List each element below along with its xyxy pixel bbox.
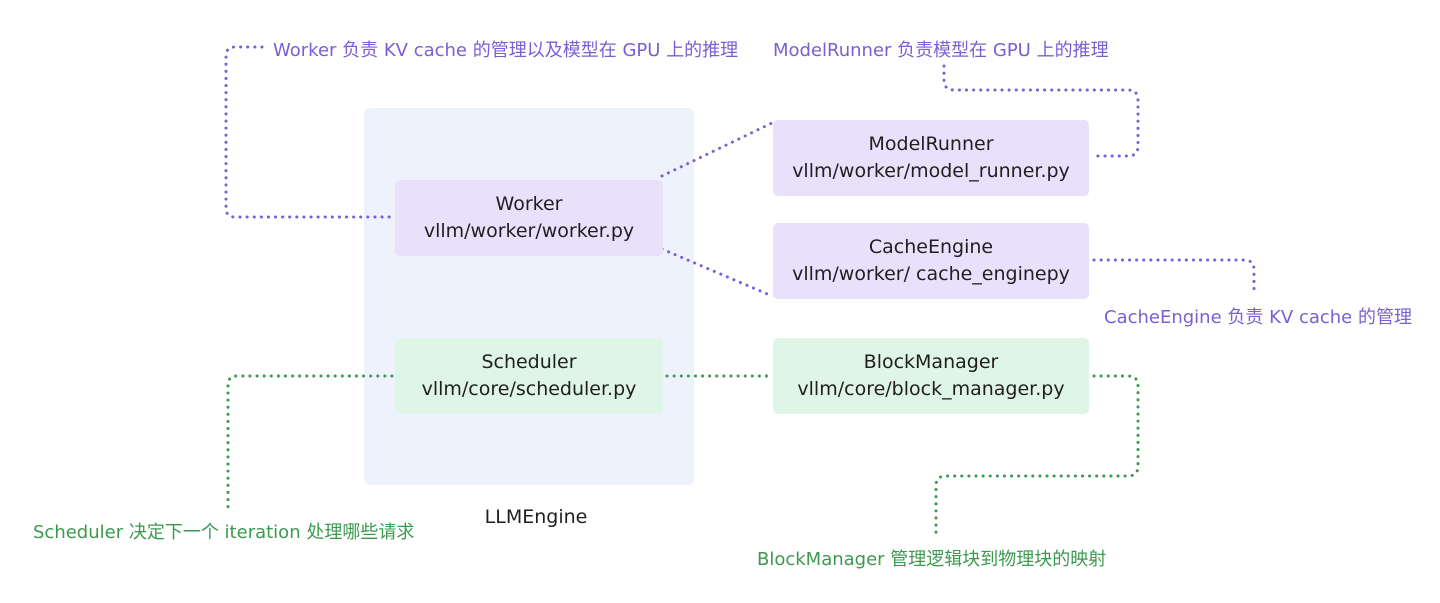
worker-name: Worker xyxy=(495,193,563,215)
cacheengine-box[interactable]: CacheEngine vllm/worker/ cache_enginepy xyxy=(773,223,1089,299)
blockmanager-name: BlockManager xyxy=(863,351,999,373)
worker-note: Worker 负责 KV cache 的管理以及模型在 GPU 上的推理 xyxy=(273,40,739,61)
blockmanager-path: vllm/core/block_manager.py xyxy=(797,378,1065,400)
blockmanager-note-connector xyxy=(934,374,1140,540)
llm-engine-group xyxy=(364,108,694,485)
scheduler-note-connector xyxy=(226,374,394,510)
scheduler-path: vllm/core/scheduler.py xyxy=(421,378,637,400)
cacheengine-note-connector xyxy=(1092,258,1256,294)
worker-to-modelrunner-connector xyxy=(660,121,774,178)
modelrunner-note: ModelRunner 负责模型在 GPU 上的推理 xyxy=(773,40,1109,61)
worker-to-cacheengine-connector xyxy=(660,247,774,298)
scheduler-box[interactable]: Scheduler vllm/core/scheduler.py xyxy=(395,338,663,414)
modelrunner-path: vllm/worker/model_runner.py xyxy=(792,160,1070,182)
modelrunner-name: ModelRunner xyxy=(868,133,994,155)
cacheengine-note: CacheEngine 负责 KV cache 的管理 xyxy=(1104,307,1412,328)
llm-engine-label: LLMEngine xyxy=(484,506,588,528)
cacheengine-path: vllm/worker/ cache_enginepy xyxy=(792,263,1070,285)
scheduler-name: Scheduler xyxy=(481,351,577,373)
cacheengine-name: CacheEngine xyxy=(868,236,994,258)
worker-note-connector xyxy=(224,45,394,219)
blockmanager-box[interactable]: BlockManager vllm/core/block_manager.py xyxy=(773,338,1089,414)
blockmanager-note: BlockManager 管理逻辑块到物理块的映射 xyxy=(757,549,1107,570)
modelrunner-box[interactable]: ModelRunner vllm/worker/model_runner.py xyxy=(773,120,1089,196)
worker-box[interactable]: Worker vllm/worker/worker.py xyxy=(395,180,663,256)
scheduler-note: Scheduler 决定下一个 iteration 处理哪些请求 xyxy=(33,522,415,543)
worker-path: vllm/worker/worker.py xyxy=(423,220,635,242)
modelrunner-note-connector xyxy=(942,64,1140,158)
